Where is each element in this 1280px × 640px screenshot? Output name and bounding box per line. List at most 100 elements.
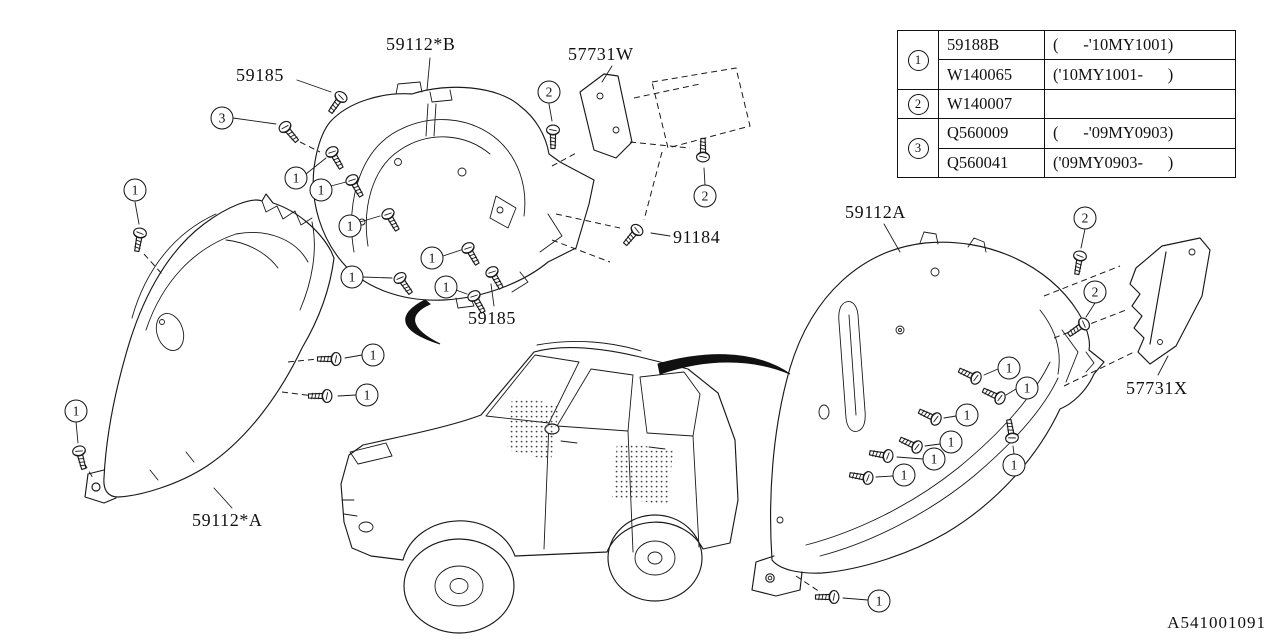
table-row: 3 Q560009 ( -'09MY0903) bbox=[897, 118, 1236, 178]
right-mudguard-foot bbox=[751, 555, 803, 597]
upper-mudguard-arches bbox=[351, 119, 526, 253]
diagram-id: A541001091 bbox=[1167, 613, 1266, 632]
left-mudguard-foot bbox=[84, 469, 117, 504]
car-foglight bbox=[358, 521, 374, 533]
car-body-outline bbox=[340, 347, 739, 561]
callout-number: 2 bbox=[701, 188, 709, 203]
bolt-icon bbox=[459, 239, 484, 268]
callout-bubble: 1 bbox=[284, 166, 308, 190]
callout-bubble: 2 bbox=[1083, 280, 1107, 304]
callout-bubble: 1 bbox=[867, 589, 891, 613]
callout-bubble: 1 bbox=[340, 265, 364, 289]
front-wheel-hub bbox=[434, 565, 484, 607]
bolt-icon bbox=[546, 124, 560, 150]
bracket-57731w-drawing bbox=[579, 67, 751, 159]
bolt-icon bbox=[979, 383, 1008, 407]
callout-bubble: 1 bbox=[1015, 376, 1039, 400]
bracket-57731x-drawing bbox=[1129, 237, 1211, 365]
bracket-57731w-phantom bbox=[651, 67, 751, 149]
right-mudguard-hole bbox=[895, 325, 905, 335]
callout-bubble: 1 bbox=[361, 343, 385, 367]
callout-bubble: 1 bbox=[64, 399, 88, 423]
callout-bubble: 2 bbox=[537, 80, 561, 104]
parts-table: 1 59188B ( -'10MY1001) W140065 ('10MY100… bbox=[897, 29, 1236, 178]
bolt-icon bbox=[343, 171, 368, 200]
table-callout-cell: 1 bbox=[897, 30, 939, 90]
callout-bubble: 1 bbox=[997, 356, 1021, 380]
callout-number: 1 bbox=[1010, 457, 1018, 472]
bolt-icon bbox=[1069, 249, 1088, 276]
callout-number: 1 bbox=[428, 250, 436, 265]
callout-bubble: 1 bbox=[420, 246, 444, 270]
pointer-swoosh-left bbox=[405, 299, 441, 345]
callout-bubble: 1 bbox=[123, 178, 147, 202]
callout-number: 1 bbox=[930, 451, 938, 466]
callout-number: 1 bbox=[292, 170, 300, 185]
callout-number: 1 bbox=[131, 182, 139, 197]
right-mudguard-foot-hole bbox=[765, 573, 775, 583]
car-stipple-front bbox=[507, 397, 559, 461]
right-mudguard-hole bbox=[930, 267, 940, 277]
rear-wheel-cap bbox=[647, 551, 663, 565]
callout-bubble: 1 bbox=[309, 178, 333, 202]
bolt-icon bbox=[955, 363, 984, 387]
callout-number: 1 bbox=[72, 403, 80, 418]
bolt-icon bbox=[129, 226, 148, 253]
bolt-icon bbox=[379, 205, 404, 234]
bolt-icon bbox=[915, 404, 944, 428]
assembly-dashed-lines bbox=[83, 83, 1135, 593]
callout-number: 1 bbox=[947, 434, 955, 449]
table-row: Q560041 ('09MY0903- ) bbox=[898, 147, 1236, 178]
callout-bubble: 1 bbox=[955, 403, 979, 427]
part-number-cell: 59188B bbox=[938, 29, 1045, 61]
callout-bubble: 1 bbox=[939, 430, 963, 454]
car-stipple-rear bbox=[612, 442, 673, 505]
callout-number: 2 bbox=[907, 93, 929, 115]
left-mudguard-drawing bbox=[84, 193, 335, 504]
right-mudguard-foot-hole-inner bbox=[767, 575, 773, 581]
upper-mudguard-drawing bbox=[312, 81, 595, 309]
model-range-cell: ('09MY0903- ) bbox=[1044, 147, 1236, 178]
right-mudguard-boss bbox=[818, 404, 830, 420]
callout-number: 2 bbox=[1081, 210, 1089, 225]
part-label-59112A-left: 59112*A bbox=[192, 510, 263, 530]
callout-number: 1 bbox=[907, 49, 929, 71]
bracket-57731x-hole bbox=[1157, 339, 1163, 345]
callout-number: 1 bbox=[875, 593, 883, 608]
left-mudguard-details bbox=[131, 200, 315, 481]
right-mudguard-drawing bbox=[751, 231, 1105, 597]
bolt-icon bbox=[1001, 418, 1020, 445]
bolt-icon bbox=[323, 143, 348, 172]
left-mudguard-boss bbox=[155, 313, 185, 351]
right-mudguard-hole bbox=[776, 516, 784, 524]
part-label-59112B: 59112*B bbox=[386, 34, 456, 54]
right-mudguard-details bbox=[805, 231, 1095, 557]
callout-number: 1 bbox=[900, 467, 908, 482]
part-number-cell: Q560041 bbox=[938, 147, 1045, 178]
bracket-57731w-outline bbox=[579, 73, 633, 159]
part-label-57731X: 57731X bbox=[1126, 378, 1188, 398]
callout-number: 3 bbox=[907, 138, 929, 160]
part-number-cell: W140007 bbox=[938, 88, 1045, 120]
callout-bubble: 1 bbox=[434, 275, 458, 299]
pointer-swoosh-right bbox=[657, 354, 791, 375]
upper-mudguard-outline bbox=[312, 86, 595, 301]
car-illustration bbox=[340, 299, 791, 634]
bracket-57731x-outline bbox=[1129, 237, 1211, 365]
bolt-icon bbox=[868, 445, 895, 464]
bolt-icon bbox=[324, 88, 350, 117]
callout-bubble: 1 bbox=[338, 214, 362, 238]
callout-bubble: 1 bbox=[922, 447, 946, 471]
callout-number: 2 bbox=[545, 84, 553, 99]
rear-wheel-hub bbox=[634, 540, 676, 576]
right-mudguard-hole-inner bbox=[898, 328, 902, 332]
callout-number: 1 bbox=[1005, 360, 1013, 375]
model-range-cell: ( -'09MY0903) bbox=[1044, 118, 1236, 149]
table-row: W140065 ('10MY1001- ) bbox=[898, 59, 1236, 90]
bolt-icon bbox=[896, 432, 925, 456]
upper-mudguard-hole bbox=[394, 158, 402, 166]
right-mudguard-slot bbox=[838, 301, 866, 432]
callout-number: 1 bbox=[442, 279, 450, 294]
